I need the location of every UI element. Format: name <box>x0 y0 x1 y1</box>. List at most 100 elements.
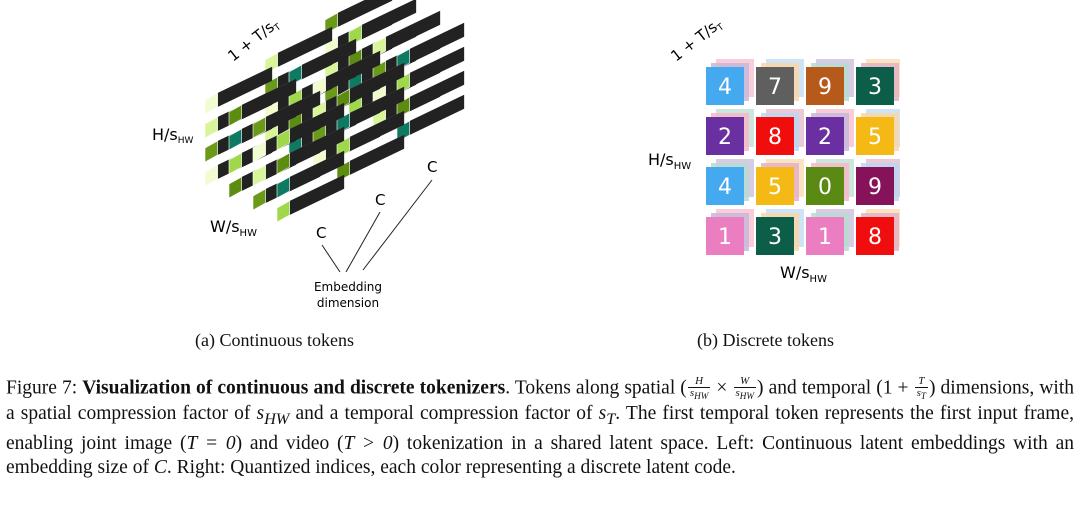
bar-side-face <box>349 62 405 103</box>
token-index: 4 <box>718 175 732 200</box>
token-tile <box>856 67 894 105</box>
continuous-token-bars <box>204 0 465 223</box>
token-index: 2 <box>718 125 732 150</box>
bar-end-face <box>276 176 290 199</box>
bar-side-face <box>409 70 465 111</box>
token-tile <box>806 117 844 155</box>
token-index: 2 <box>818 125 832 150</box>
height-axis-label: H/sHW <box>648 150 691 172</box>
subcaption-discrete: (b) Discrete tokens <box>697 330 834 350</box>
token-tile <box>806 67 844 105</box>
caption-text: ) and video ( <box>235 432 344 454</box>
bar-side-face <box>349 86 405 127</box>
bar-side-face <box>409 94 465 135</box>
continuous-tokens-diagram: 1 + T/sT H/sHW W/sHW C C C Embedding dim… <box>152 0 465 310</box>
pointer-line-3 <box>362 179 433 271</box>
embedding-mark-c3: C <box>427 158 437 176</box>
token-index: 3 <box>768 225 782 250</box>
bar-side-face <box>301 38 357 79</box>
bar-end-face <box>228 152 242 175</box>
token-tile <box>856 167 894 205</box>
caption-text: ) and temporal (1 + <box>757 377 914 399</box>
token-index: 8 <box>768 125 782 150</box>
discrete-token-grid: 4 7 9 3 2 8 2 5 4 5 0 9 1 3 1 8 <box>706 59 900 255</box>
bar-side-face <box>349 134 405 175</box>
token-index: 1 <box>818 225 832 250</box>
pointer-line-1 <box>321 244 341 273</box>
bar-end-face <box>204 140 218 163</box>
bar-side-face <box>289 126 345 167</box>
bar-side-face <box>385 10 441 51</box>
bar-side-face <box>349 110 405 151</box>
caption-text: × <box>711 377 733 399</box>
math-c: C <box>153 457 167 479</box>
bar-end-face <box>276 200 290 223</box>
bar-end-face <box>204 164 218 187</box>
token-index: 9 <box>818 75 832 100</box>
token-index: 4 <box>718 75 732 100</box>
token-index: 3 <box>868 75 882 100</box>
math-st: sT <box>598 403 616 429</box>
token-tile <box>706 167 744 205</box>
subcaption-continuous: (a) Continuous tokens <box>195 330 354 350</box>
token-tile <box>806 217 844 255</box>
token-tile <box>756 217 794 255</box>
figure-title: Visualization of continuous and discrete… <box>82 377 506 399</box>
bar-side-face <box>289 150 345 191</box>
bar-end-face <box>276 128 290 151</box>
bar-side-face <box>289 174 345 215</box>
token-index: 8 <box>868 225 882 250</box>
bar-end-face <box>252 188 266 211</box>
bar-end-face <box>228 104 242 127</box>
bar-side-face <box>325 50 381 91</box>
token-index: 5 <box>868 125 882 150</box>
token-index: 0 <box>818 175 832 200</box>
token-tile <box>856 117 894 155</box>
token-tile <box>756 167 794 205</box>
token-tile <box>756 117 794 155</box>
bar-end-face <box>252 140 266 163</box>
embedding-dimension-label-line1: Embedding <box>314 280 382 294</box>
token-tile <box>806 167 844 205</box>
embedding-mark-c1: C <box>316 224 326 242</box>
token-index: 1 <box>718 225 732 250</box>
width-axis-label: W/sHW <box>210 217 257 239</box>
pointer-line-2 <box>345 211 381 273</box>
embedding-mark-c2: C <box>375 191 385 209</box>
bar-side-face <box>409 46 465 87</box>
math-shw: sHW <box>256 403 290 429</box>
caption-text: . Tokens along spatial ( <box>505 377 687 399</box>
bar-end-face <box>276 152 290 175</box>
bar-side-face <box>241 78 297 119</box>
caption-text: . The first temporal token represents th… <box>6 403 1074 454</box>
bar-side-face <box>337 0 393 27</box>
width-axis-label: W/sHW <box>780 263 827 285</box>
token-tile <box>756 67 794 105</box>
token-index: 5 <box>768 175 782 200</box>
caption-text: ) dimensions, with a spatial compression… <box>6 377 1075 425</box>
embedding-dimension-label-line2: dimension <box>317 296 379 310</box>
bar-end-face <box>252 116 266 139</box>
token-index: 9 <box>868 175 882 200</box>
token-tile <box>706 67 744 105</box>
bar-end-face <box>204 116 218 139</box>
caption-text: and a temporal compression factor of <box>289 403 599 425</box>
figure: 1 + T/sT H/sHW W/sHW C C C Embedding dim… <box>152 0 900 350</box>
bar-end-face <box>204 92 218 115</box>
token-tile <box>706 117 744 155</box>
math-t-equals-0: T = 0 <box>186 432 236 454</box>
bar-end-face <box>228 128 242 151</box>
caption-text: . Right: Quantized indices, each color r… <box>166 457 736 479</box>
bar-side-face <box>289 102 345 143</box>
bar-end-face <box>252 164 266 187</box>
bar-side-face <box>265 90 321 131</box>
math-t-greater-0: T > 0 <box>343 432 393 454</box>
figure-label: Figure 7: <box>6 377 78 399</box>
bar-side-face <box>361 0 417 39</box>
token-tile <box>856 217 894 255</box>
token-index: 7 <box>768 75 782 100</box>
